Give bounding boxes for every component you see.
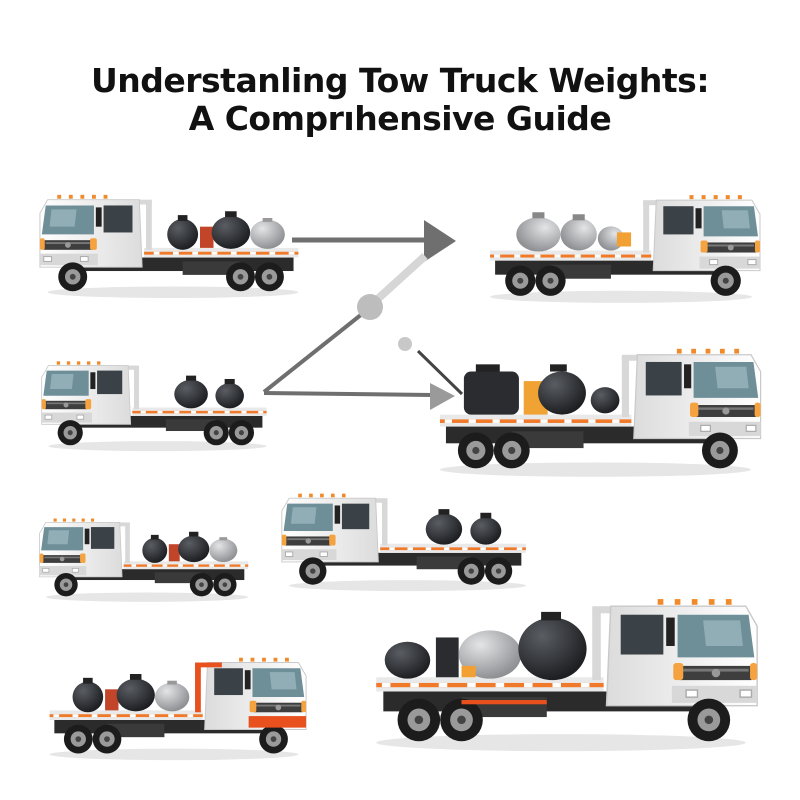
flatbed-truck-icon xyxy=(480,185,762,310)
flatbed-truck-icon xyxy=(362,578,760,768)
flatbed-truck-icon xyxy=(428,340,763,482)
node-circle-large xyxy=(357,294,383,320)
flatbed-truck-icon xyxy=(40,345,275,465)
tow-truck-7 xyxy=(40,645,308,770)
tow-truck-2 xyxy=(480,185,762,310)
title-line-1: Understanling Tow Truck Weights: xyxy=(90,61,710,100)
tow-truck-5 xyxy=(38,505,256,613)
arrow-top xyxy=(292,220,456,262)
tow-truck-3 xyxy=(40,345,275,465)
page-title: Understanling Tow Truck Weights: A Compr… xyxy=(0,62,800,138)
tow-truck-4 xyxy=(428,340,763,482)
flatbed-truck-icon xyxy=(40,645,308,770)
flatbed-truck-icon xyxy=(38,505,256,613)
title-line-2: A Comprıhensive Guide xyxy=(188,99,612,138)
tow-truck-1 xyxy=(38,190,308,300)
flatbed-truck-icon xyxy=(38,190,308,300)
tow-truck-8 xyxy=(362,578,760,768)
node-circle-small xyxy=(398,337,412,351)
